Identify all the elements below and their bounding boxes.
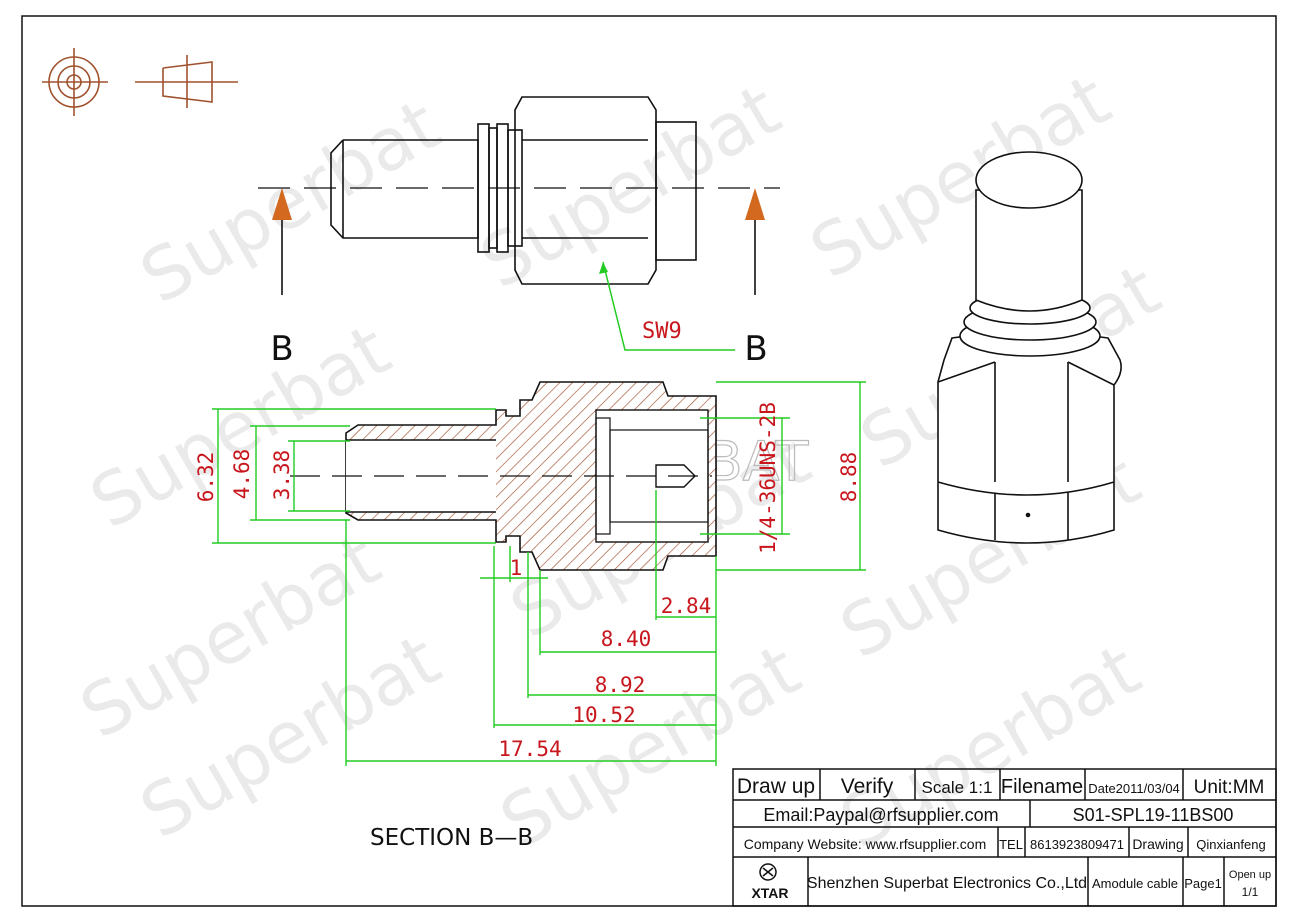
svg-text:Draw up: Draw up [737,775,815,798]
svg-text:8613923809471: 8613923809471 [1030,837,1124,852]
svg-text:Filename: Filename [1001,776,1083,798]
section-label-left: B [270,329,293,369]
dim-2-84: 2.84 [661,594,712,618]
website-text: Company Website: www.rfsupplier.com [744,836,987,852]
connector-side-view [258,96,780,285]
svg-text:Date2011/03/04: Date2011/03/04 [1088,781,1180,796]
svg-text:Unit:MM: Unit:MM [1194,777,1265,798]
svg-text:Page1: Page1 [1184,876,1222,891]
xtar-logo: XTAR [751,863,789,901]
svg-text:TEL: TEL [999,837,1023,852]
svg-text:Verify: Verify [841,775,894,798]
sheet-border [21,15,1277,907]
section-label-right: B [744,329,767,369]
svg-text:1/1: 1/1 [1242,885,1259,899]
dim-thread: 1/4-36UNS-2B [756,402,780,554]
section-view [290,381,717,571]
dim-8-92: 8.92 [595,673,646,697]
dimension-lines [212,381,866,766]
title-block-text: Draw up Verify Scale 1:1 Filename Date20… [737,775,1271,901]
dim-10-52: 10.52 [572,703,635,727]
section-caption: SECTION B—B [370,825,533,851]
section-arrow-left [272,188,292,295]
dim-1: 1 [510,556,523,580]
svg-text:XTAR: XTAR [751,885,788,901]
connector-3d-view [937,151,1122,544]
sw9-leader: SW9 [599,261,735,351]
dim-8-88: 8.88 [837,452,861,503]
dim-8-40: 8.40 [601,627,652,651]
title-block [732,768,1277,907]
dim-6-32: 6.32 [194,452,218,503]
svg-text:Qinxianfeng: Qinxianfeng [1196,837,1265,852]
email-text: Email:Paypal@rfsupplier.com [763,805,998,825]
svg-text:Open up: Open up [1229,869,1271,881]
dim-17-54: 17.54 [498,737,561,761]
projection-symbol-icon [42,48,238,116]
part-number: S01-SPL19-11BS00 [1073,805,1234,825]
svg-text:Scale 1:1: Scale 1:1 [922,778,993,797]
dimension-values: 6.32 4.68 3.38 1/4-36UNS-2B 8.88 1 2.84 … [194,402,861,761]
svg-text:Drawing: Drawing [1132,836,1183,852]
svg-text:Amodule cable: Amodule cable [1092,876,1178,891]
dim-4-68: 4.68 [230,449,254,500]
dim-3-38: 3.38 [270,450,294,501]
callout-sw9: SW9 [642,319,682,344]
company-name: Shenzhen Superbat Electronics Co.,Ltd [807,875,1087,892]
section-arrow-right [745,188,765,295]
svg-text:Superbat: Superbat [127,82,454,319]
